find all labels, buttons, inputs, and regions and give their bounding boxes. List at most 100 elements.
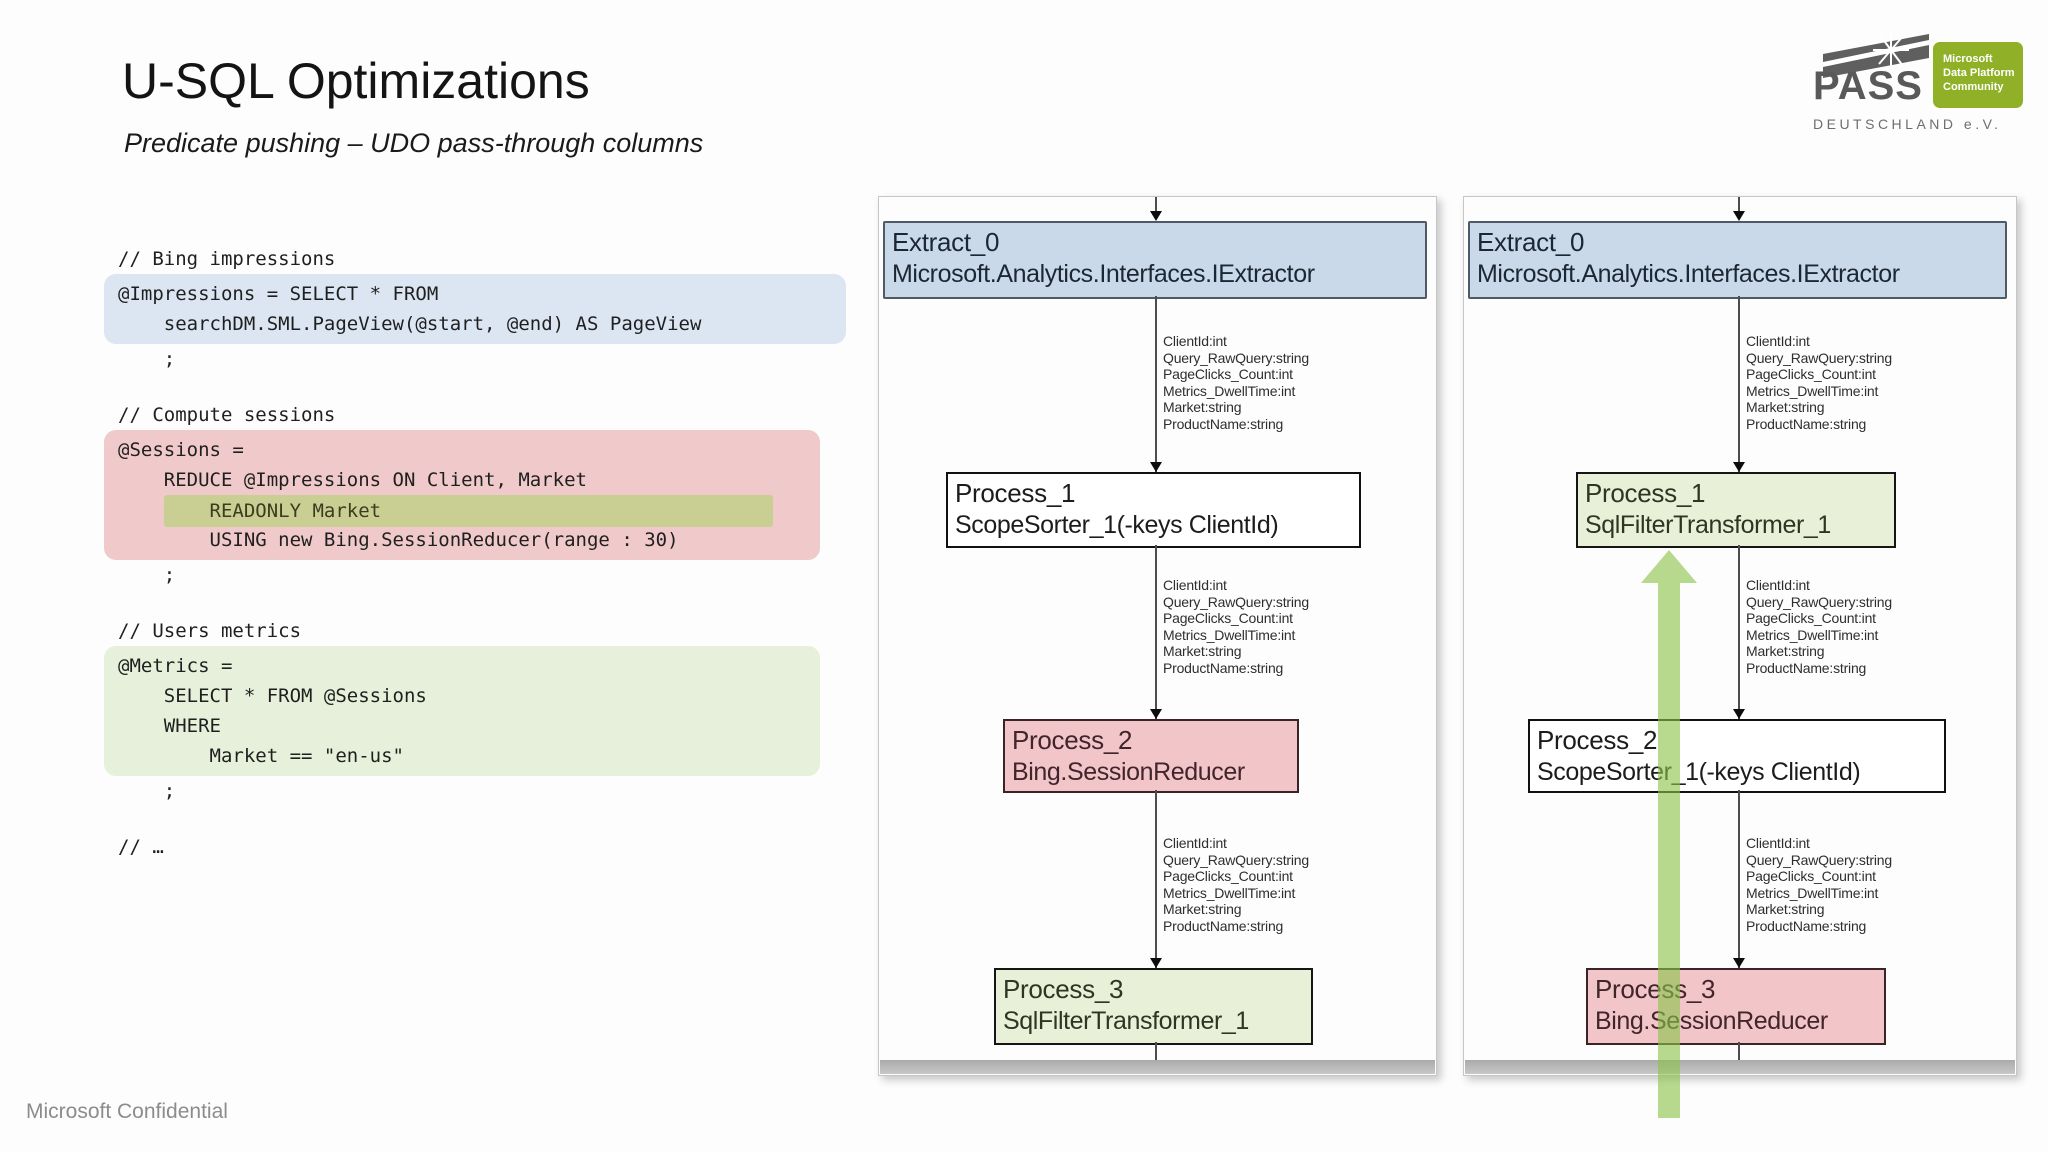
column-item: ProductName:string [1163, 415, 1284, 432]
connector-line [1738, 296, 1740, 472]
pass-flag-icon [1823, 32, 1929, 78]
column-item: PageClicks_Count:int [1746, 610, 1876, 626]
column-item: ClientId:int [1163, 835, 1227, 851]
code-line: ; [118, 780, 176, 802]
code-blank-line [118, 374, 846, 400]
sessions-highlight-block: @Sessions = REDUCE @Impressions ON Clien… [104, 430, 820, 560]
column-item: PageClicks_Count:int [1163, 868, 1293, 884]
code-line: ; [118, 348, 176, 370]
code-line: @Metrics = [118, 655, 233, 677]
pass-deutschland-logo: PASS Microsoft Data Platform Community D… [1813, 32, 2028, 140]
column-item: ProductName:string [1746, 415, 1867, 432]
code-blank-line [118, 590, 846, 616]
column-item: ClientId:int [1746, 577, 1810, 593]
column-item: ClientId:int [1746, 835, 1810, 851]
panel-scrollbar[interactable] [1465, 1060, 2015, 1074]
deutschland-label: DEUTSCHLAND e.V. [1813, 116, 2002, 132]
column-item: PageClicks_Count:int [1746, 366, 1876, 382]
code-line: USING new Bing.SessionReducer(range : 30… [118, 529, 679, 551]
panel-scrollbar[interactable] [880, 1060, 1435, 1074]
diagram-node-process2: Process_2 ScopeSorter_1(-keys ClientId) [1528, 719, 1946, 793]
code-line: REDUCE @Impressions ON Client, Market [118, 469, 587, 491]
column-item: Metrics_DwellTime:int [1746, 626, 1879, 643]
diagram-node-process1: Process_1 ScopeSorter_1(-keys ClientId) [946, 472, 1361, 548]
page-title: U-SQL Optimizations [122, 53, 590, 109]
column-item: Market:string [1746, 643, 1825, 659]
column-item: ProductName:string [1163, 659, 1284, 676]
column-item: Market:string [1163, 399, 1242, 415]
node-detail: SqlFilterTransformer_1 [1585, 511, 1831, 539]
arrow-down-icon [1150, 958, 1162, 968]
arrow-down-icon [1733, 462, 1745, 472]
impressions-highlight-block: @Impressions = SELECT * FROM searchDM.SM… [104, 274, 846, 344]
column-item: PageClicks_Count:int [1746, 868, 1876, 884]
column-item: Metrics_DwellTime:int [1746, 382, 1879, 399]
code-line: SELECT * FROM @Sessions [118, 685, 427, 707]
column-item: Query_RawQuery:string [1746, 593, 1892, 610]
confidential-footer: Microsoft Confidential [26, 1100, 228, 1123]
node-detail: ScopeSorter_1(-keys ClientId) [1537, 758, 1861, 786]
arrow-down-icon [1150, 709, 1162, 719]
diagram-node-process1: Process_1 SqlFilterTransformer_1 [1576, 472, 1896, 548]
connector-line [1155, 790, 1157, 968]
node-detail: Microsoft.Analytics.Interfaces.IExtracto… [892, 260, 1315, 288]
node-name: Process_2 [1012, 725, 1133, 755]
column-item: Query_RawQuery:string [1746, 349, 1892, 366]
code-line: searchDM.SML.PageView(@start, @end) AS P… [118, 313, 702, 335]
column-item: Metrics_DwellTime:int [1163, 382, 1296, 399]
code-line: ; [118, 564, 176, 586]
arrow-down-icon [1150, 211, 1162, 221]
node-name: Process_3 [1003, 974, 1124, 1004]
code-line: @Sessions = [118, 439, 244, 461]
column-item: Metrics_DwellTime:int [1163, 884, 1296, 901]
arrow-down-icon [1150, 462, 1162, 472]
connector-line [1155, 197, 1157, 213]
connector-line [1738, 197, 1740, 213]
code-line: @Impressions = SELECT * FROM [118, 283, 439, 305]
column-item: Metrics_DwellTime:int [1163, 626, 1296, 643]
badge-line: Data Platform [1943, 67, 2015, 79]
node-name: Process_2 [1537, 725, 1658, 755]
code-comment: // Compute sessions [118, 404, 336, 426]
diagram-node-process3: Process_3 SqlFilterTransformer_1 [994, 968, 1313, 1045]
node-detail: ScopeSorter_1(-keys ClientId) [955, 511, 1279, 539]
diagram-node-process2: Process_2 Bing.SessionReducer [1003, 719, 1299, 793]
query-plan-panel-original: Extract_0 Microsoft.Analytics.Interfaces… [878, 196, 1437, 1076]
column-item: ClientId:int [1163, 333, 1227, 349]
column-item: ProductName:string [1746, 659, 1867, 676]
column-item: Query_RawQuery:string [1163, 851, 1309, 868]
usql-code-listing: // Bing impressions @Impressions = SELEC… [104, 244, 846, 862]
node-name: Extract_0 [1477, 227, 1585, 257]
column-item: Market:string [1746, 901, 1825, 917]
node-name: Extract_0 [892, 227, 1000, 257]
metrics-highlight-block: @Metrics = SELECT * FROM @Sessions WHERE… [104, 646, 820, 776]
connector-line [1155, 545, 1157, 719]
readonly-market-highlight: READONLY Market [163, 495, 774, 527]
microsoft-data-platform-badge: Microsoft Data Platform Community [1933, 42, 2023, 108]
code-line: READONLY Market [118, 495, 820, 527]
node-name: Process_1 [1585, 478, 1706, 508]
arrow-down-icon [1733, 958, 1745, 968]
code-blank-line [118, 806, 846, 832]
connector-line [1738, 1042, 1740, 1060]
diagram-node-extract: Extract_0 Microsoft.Analytics.Interfaces… [1468, 221, 2007, 299]
node-name: Process_3 [1595, 974, 1716, 1004]
connector-line [1738, 790, 1740, 968]
node-detail: Bing.SessionReducer [1012, 758, 1245, 786]
code-comment: // Users metrics [118, 620, 302, 642]
column-item: ProductName:string [1746, 917, 1867, 934]
arrow-down-icon [1733, 709, 1745, 719]
column-item: PageClicks_Count:int [1163, 366, 1293, 382]
column-item: Query_RawQuery:string [1746, 851, 1892, 868]
node-name: Process_1 [955, 478, 1076, 508]
badge-line: Community [1943, 81, 2004, 93]
connector-line [1155, 1042, 1157, 1060]
column-item: Market:string [1163, 643, 1242, 659]
column-item: ProductName:string [1163, 917, 1284, 934]
node-detail: SqlFilterTransformer_1 [1003, 1007, 1249, 1035]
column-item: Market:string [1746, 399, 1825, 415]
